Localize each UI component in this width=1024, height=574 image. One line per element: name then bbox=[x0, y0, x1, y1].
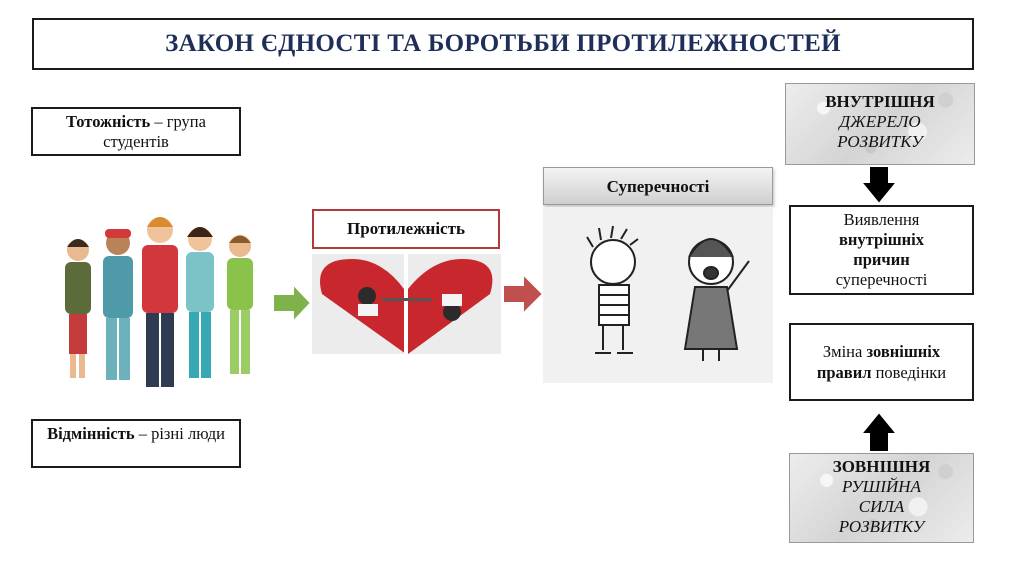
student-figure bbox=[186, 227, 214, 378]
internal-source-box: ВНУТРІШНЯ ДЖЕРЕЛО РОЗВИТКУ bbox=[785, 83, 975, 165]
reveal-line3: причин bbox=[853, 250, 910, 269]
identity-term: Тотожність bbox=[66, 112, 151, 131]
reveal-line4: суперечності bbox=[835, 270, 928, 289]
external-force-box: ЗОВНІШНЯ РУШІЙНА СИЛА РОЗВИТКУ bbox=[789, 453, 974, 543]
difference-term: Відмінність bbox=[47, 424, 135, 443]
student-figure bbox=[142, 217, 178, 387]
girl-figure bbox=[683, 238, 750, 361]
change-part1: Зміна bbox=[822, 342, 867, 361]
student-figure bbox=[103, 229, 133, 380]
students-illustration bbox=[65, 217, 253, 387]
down-arrow bbox=[859, 165, 899, 206]
reveal-box: Виявлення внутрішніх причин суперечності bbox=[789, 205, 974, 295]
change-box: Зміна зовнішніх правил поведінки bbox=[789, 323, 974, 401]
external-line4: РОЗВИТКУ bbox=[838, 517, 925, 536]
change-bold2: правил bbox=[816, 363, 872, 382]
student-figure bbox=[227, 235, 253, 374]
green-arrow bbox=[272, 282, 313, 324]
change-bold1: зовнішніх bbox=[866, 342, 941, 361]
difference-box: Відмінність – різні люди bbox=[31, 419, 241, 468]
contradictions-header: Суперечності bbox=[543, 167, 773, 205]
contradictions-label: Суперечності bbox=[606, 177, 710, 196]
heart-image bbox=[312, 254, 501, 354]
internal-line2: ДЖЕРЕЛО bbox=[839, 112, 921, 131]
up-arrow bbox=[859, 410, 899, 453]
difference-definition: – різні люди bbox=[134, 424, 225, 443]
external-line3: СИЛА bbox=[858, 497, 905, 516]
change-part2: поведінки bbox=[871, 363, 947, 382]
identity-definition: – група студентів bbox=[103, 112, 206, 151]
page-title: ЗАКОН ЄДНОСТІ ТА БОРОТЬБИ ПРОТИЛЕЖНОСТЕЙ bbox=[165, 30, 841, 57]
internal-line1: ВНУТРІШНЯ bbox=[825, 92, 935, 111]
internal-line3: РОЗВИТКУ bbox=[837, 132, 923, 151]
cartoon-image bbox=[543, 207, 773, 383]
reveal-line1: Виявлення bbox=[843, 210, 920, 229]
red-arrow bbox=[502, 272, 545, 316]
opposite-label: Протилежність bbox=[347, 219, 465, 238]
identity-box: Тотожність – група студентів bbox=[31, 107, 241, 156]
external-line1: ЗОВНІШНЯ bbox=[832, 457, 931, 476]
boy-figure bbox=[586, 225, 639, 354]
opposite-box: Протилежність bbox=[312, 209, 500, 249]
title-box: ЗАКОН ЄДНОСТІ ТА БОРОТЬБИ ПРОТИЛЕЖНОСТЕЙ bbox=[32, 18, 974, 70]
student-figure bbox=[65, 239, 91, 378]
reveal-line2: внутрішніх bbox=[838, 230, 924, 249]
external-line2: РУШІЙНА bbox=[842, 477, 921, 496]
